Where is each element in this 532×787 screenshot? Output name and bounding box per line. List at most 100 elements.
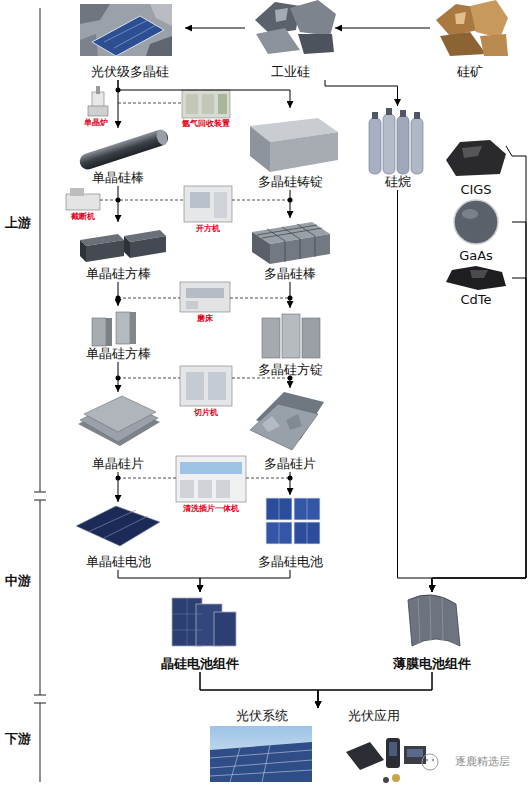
flow-arrow bbox=[335, 28, 430, 29]
node-text: 单晶硅片 bbox=[92, 456, 144, 472]
node-text: 多晶硅棒 bbox=[264, 266, 316, 282]
node-text: 光伏级多晶硅 bbox=[91, 64, 169, 80]
mono-ground-rod-photo bbox=[92, 312, 136, 346]
process-node: 硅烷 bbox=[365, 106, 430, 190]
node-text: 晶硅电池组件 bbox=[161, 656, 239, 672]
flow-arrow bbox=[398, 190, 433, 592]
mono-cell-photo bbox=[76, 506, 160, 546]
thin-film-module-photo bbox=[408, 595, 460, 646]
stage-label: 下游 bbox=[5, 730, 31, 748]
wire-saw-machine bbox=[180, 366, 232, 406]
flow-arrow bbox=[290, 190, 291, 218]
node-text: CdTe bbox=[460, 292, 491, 308]
process-node: 单晶硅方棒 bbox=[63, 222, 173, 282]
process-node: 光伏系统 bbox=[205, 708, 318, 786]
machine-label: 氩气回收装置 bbox=[182, 119, 230, 129]
flow-arrow bbox=[290, 282, 291, 308]
process-node: 多晶硅铸锭 bbox=[240, 108, 340, 190]
process-node: 晶硅电池组件 bbox=[144, 592, 256, 672]
flow-arrow bbox=[118, 282, 119, 306]
crystal-furnace bbox=[88, 86, 108, 116]
flow-arrow bbox=[185, 28, 245, 29]
process-node: 多晶硅电池 bbox=[240, 495, 340, 570]
multi-rod-photo bbox=[252, 222, 330, 264]
silicon-ore-photo bbox=[436, 0, 508, 56]
node-text: 单晶硅方棒 bbox=[86, 346, 151, 362]
flow-arrow bbox=[318, 672, 432, 708]
pv-application-photo bbox=[346, 738, 426, 783]
node-text: 硅烷 bbox=[385, 174, 411, 190]
flow-arrow bbox=[118, 80, 119, 128]
watermark: 逐鹿精选层 bbox=[455, 754, 510, 769]
argon-recovery-unit bbox=[182, 90, 230, 118]
node-text: 光伏应用 bbox=[348, 708, 400, 724]
machine-label: 开方机 bbox=[196, 224, 220, 234]
pv-system-photo bbox=[210, 726, 312, 782]
process-node: CIGS bbox=[440, 138, 512, 198]
process-node: CdTe bbox=[440, 266, 512, 308]
crystalline-module-photo bbox=[172, 598, 236, 646]
cigs-photo bbox=[446, 140, 506, 176]
flow-arrow bbox=[118, 186, 119, 222]
node-text: 多晶硅方锭 bbox=[258, 362, 323, 378]
machine-label: 清洗插片一体机 bbox=[183, 504, 239, 514]
flow-arrow bbox=[325, 80, 398, 106]
flow-arrow bbox=[432, 222, 526, 592]
process-node: 光伏应用 bbox=[318, 708, 430, 786]
junction-dot bbox=[116, 88, 293, 481]
node-text: 单晶硅方棒 bbox=[86, 266, 151, 282]
process-node: 单晶硅棒 bbox=[63, 128, 173, 186]
gaas-wafer bbox=[454, 200, 498, 244]
multi-wafer-photo bbox=[250, 392, 324, 450]
node-text: 单晶硅电池 bbox=[86, 554, 151, 570]
mono-wafer-photo bbox=[78, 396, 160, 446]
machine-label: 单晶炉 bbox=[84, 118, 108, 128]
process-node: GaAs bbox=[440, 198, 512, 264]
multi-square-ingot-photo bbox=[262, 314, 320, 358]
watermark-icon bbox=[422, 754, 438, 770]
flow-arrow bbox=[200, 672, 318, 708]
flow-arrow bbox=[290, 378, 291, 388]
process-node: 单晶硅片 bbox=[63, 392, 173, 472]
stage-bracket bbox=[34, 8, 46, 782]
node-text: 多晶硅铸锭 bbox=[258, 174, 323, 190]
squaring-machine bbox=[184, 186, 232, 222]
mono-rod-photo bbox=[78, 128, 170, 172]
process-node: 工业硅 bbox=[245, 2, 335, 80]
process-node: 单晶硅电池 bbox=[63, 502, 173, 570]
stage-label: 上游 bbox=[5, 214, 31, 232]
flow-arrow bbox=[200, 672, 318, 708]
stage-label: 中游 bbox=[5, 572, 31, 590]
node-text: 硅矿 bbox=[457, 64, 483, 80]
process-node: 多晶硅棒 bbox=[240, 218, 340, 282]
node-text: 多晶硅片 bbox=[264, 456, 316, 472]
flow-arrow bbox=[318, 672, 432, 708]
node-text: 光伏系统 bbox=[236, 708, 288, 724]
flow-arrow bbox=[118, 80, 290, 108]
mono-square-rod-photo bbox=[80, 230, 166, 262]
node-text: 多晶硅电池 bbox=[258, 554, 323, 570]
silane-cylinders bbox=[369, 108, 423, 174]
flow-arrow bbox=[432, 278, 526, 592]
flow-arrow bbox=[118, 472, 119, 502]
node-text: 工业硅 bbox=[271, 64, 310, 80]
flow-arrow bbox=[118, 362, 119, 392]
flow-arrow bbox=[432, 156, 526, 592]
node-text: GaAs bbox=[459, 248, 493, 264]
cdte-photo bbox=[446, 266, 506, 290]
machine-label: 截断机 bbox=[71, 212, 95, 222]
industrial-silicon-photo bbox=[255, 0, 336, 54]
machine-label: 磨床 bbox=[197, 314, 213, 324]
multi-cell-photo bbox=[266, 498, 320, 544]
node-text: CIGS bbox=[460, 182, 491, 198]
machine-label: 切片机 bbox=[194, 408, 218, 418]
process-node: 薄膜电池组件 bbox=[376, 592, 488, 672]
polysilicon-photo bbox=[80, 4, 172, 56]
thin-film-feed-line bbox=[506, 146, 512, 156]
process-node: 单晶硅方棒 bbox=[63, 306, 173, 362]
cleaning-machine bbox=[176, 456, 246, 502]
cropping-machine bbox=[66, 188, 100, 210]
node-text: 薄膜电池组件 bbox=[393, 656, 471, 672]
multi-ingot-photo bbox=[250, 118, 338, 172]
